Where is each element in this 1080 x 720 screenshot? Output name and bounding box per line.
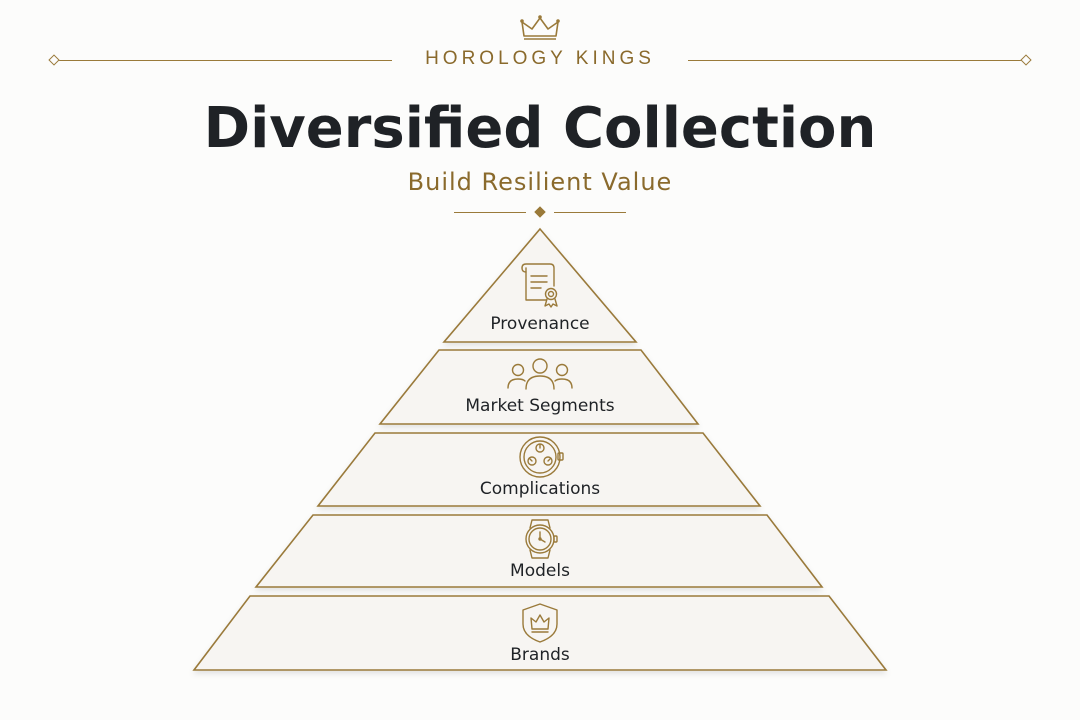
crown-logo-icon: [520, 15, 560, 40]
tier-label-complications: Complications: [479, 479, 601, 499]
brand-name: HOROLOGY KINGS: [425, 48, 655, 69]
subtitle-divider-left: [454, 212, 526, 213]
left-divider-line: [56, 60, 392, 61]
people-icon: [507, 358, 573, 390]
page-title: Diversified Collection: [203, 96, 877, 161]
brand-header: HOROLOGY KINGS: [0, 44, 1080, 78]
pyramid-tier-complications: [316, 432, 762, 507]
right-divider-line: [688, 60, 1024, 61]
wristwatch-icon: [525, 519, 558, 559]
tier-label-provenance: Provenance: [490, 314, 590, 334]
pyramid-tier-brands: [192, 595, 888, 671]
tier-label-models: Models: [510, 561, 570, 581]
crown-shield-icon: [522, 603, 558, 643]
tier-label-brands: Brands: [510, 645, 570, 665]
pyramid-tier-market-segments: [378, 349, 700, 425]
certificate-icon: [521, 263, 558, 308]
pyramid-tier-models: [254, 514, 824, 588]
pyramid-tier-provenance: [442, 227, 638, 343]
chronograph-icon: [519, 436, 564, 478]
subtitle-divider-right: [554, 212, 626, 213]
tier-label-market-segments: Market Segments: [465, 396, 615, 416]
page-subtitle: Build Resilient Value: [407, 168, 673, 196]
